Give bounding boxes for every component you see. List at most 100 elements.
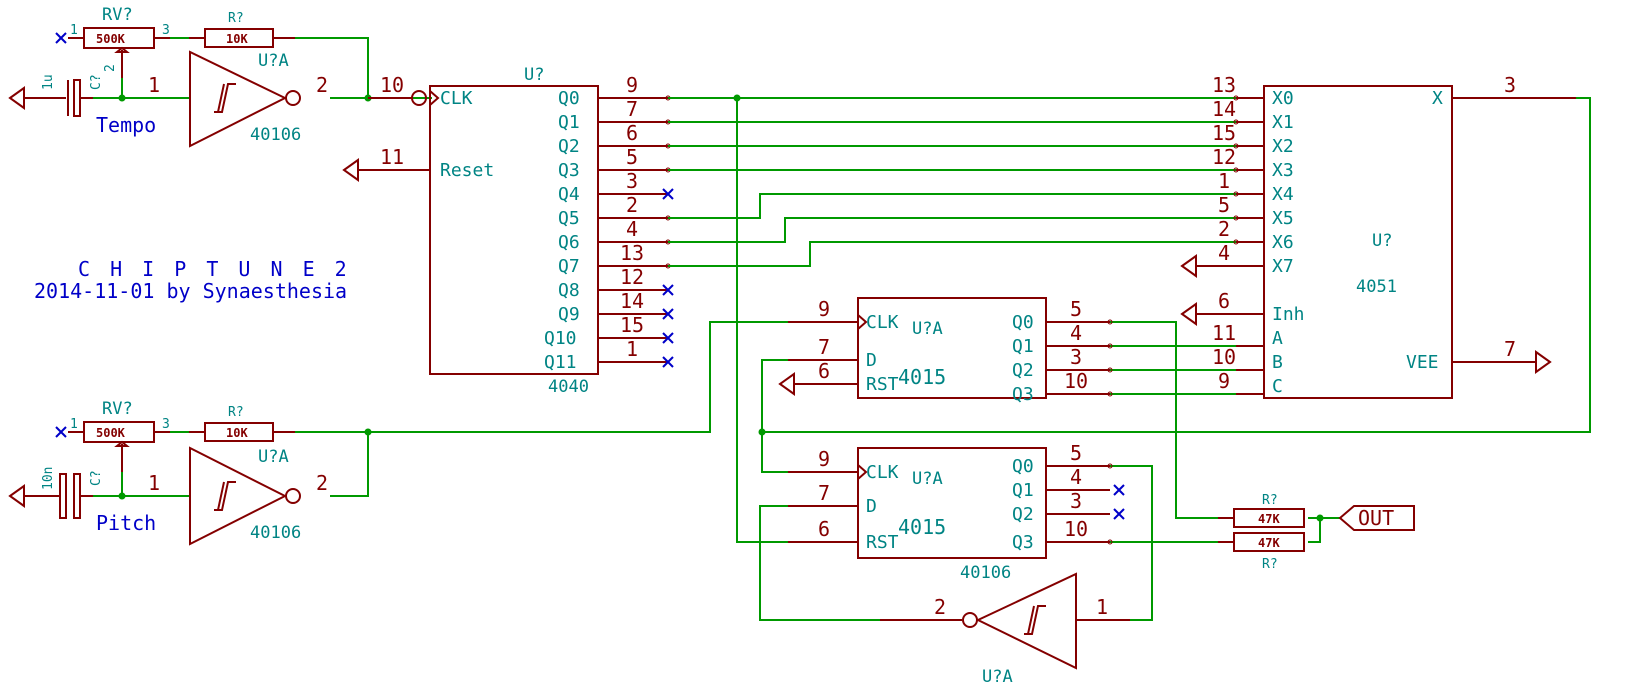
resistor-r1: R? 10K [189,11,295,48]
schmitt-symbol-icon [1024,605,1046,635]
pin-name: Reset [440,160,494,181]
wiper-arrow-icon [114,46,130,53]
inverter-body-icon [189,50,288,148]
pin-number: 5 [626,145,638,169]
wiper-arrow-icon [114,440,130,447]
pin-name: C [1272,376,1283,397]
pin-number: 10 [1064,369,1088,393]
ic-ref: U? [524,65,544,85]
pin-name: CLK [440,88,473,109]
pot-pin3: 3 [162,23,170,38]
resistor-r3: R? 47K [1218,493,1305,528]
pin-number: 4 [1218,241,1230,265]
pin-end [1107,539,1113,545]
ic-value: 4015 [898,515,946,539]
pin-name: VEE [1406,352,1439,373]
resistor-value: 47K [1258,512,1280,526]
pin-end [1233,119,1239,125]
junction [118,492,126,500]
resistor-r2: R? 10K [189,405,295,442]
pitch-label: Pitch [96,511,156,535]
pin-name: Q3 [1012,532,1034,553]
pin-name: Q7 [558,256,580,277]
junction [364,428,372,436]
ground-arrow-icon [8,86,25,110]
pin-number: 1 [1218,169,1230,193]
pin-end [1233,191,1239,197]
wires [93,37,1591,621]
pin-number: 7 [818,481,830,505]
pin-name: Q9 [558,304,580,325]
junctions [118,94,1324,522]
pin-number: 3 [1504,73,1516,97]
cap-ref: C? [89,470,104,486]
pin-name: Q6 [558,232,580,253]
pin-name: X7 [1272,256,1294,277]
pin-number: 5 [1070,441,1082,465]
inverter-bubble-icon [285,488,301,504]
pin-name: Q0 [1012,456,1034,477]
ground-arrow-icon [1180,254,1197,278]
ic-value: 4015 [898,365,946,389]
schmitt-symbol-icon [217,83,225,113]
pin-number: 4 [626,217,638,241]
pin-number: 14 [1212,97,1236,121]
inverter-value: 40106 [250,125,301,145]
resistor-body-icon [1233,532,1305,552]
clock-bubble-icon [411,90,427,106]
wire [689,193,1236,219]
pin-name: X1 [1272,112,1294,133]
pin-end [1107,463,1113,469]
ic-value: 4040 [548,377,589,397]
pin-name: X3 [1272,160,1294,181]
pin-end [1233,143,1239,149]
schmitt-inverter-1: 1 2 U?A 40106 [148,50,328,148]
pin-number: 1 [626,337,638,361]
wire [1308,518,1321,543]
pin-name: Q3 [1012,384,1034,405]
resistor-body-icon [1233,508,1305,528]
pin-number: 1 [1096,595,1108,619]
pin-number: 9 [626,73,638,97]
ground-arrow-icon [342,158,359,182]
pin-name: Q4 [558,184,580,205]
power-arrow-icon [1535,350,1552,374]
pin-name: X0 [1272,88,1294,109]
pin-name: B [1272,352,1283,373]
inverter-ref: U?A [258,447,289,467]
inverter-value: 40106 [960,563,1011,583]
tempo-oscillator: 1u C? RV? 500K 1 2 3 R? 10K [8,5,328,148]
pin-number: 13 [1212,73,1236,97]
clock-edge-icon [857,464,868,480]
inverter-bubble-icon [962,612,978,628]
pin-number: 5 [1218,193,1230,217]
output-label-text: OUT [1358,506,1394,530]
schmitt-symbol-icon [214,83,236,113]
junction [118,94,126,102]
pin-name: Q0 [1012,312,1034,333]
inverter-ref: U?A [258,51,289,71]
pin-name: Q5 [558,208,580,229]
inverter-body-icon [975,572,1077,670]
pin-number: 7 [1504,337,1516,361]
ground-arrow-icon [8,484,25,508]
ic-ref: U?A [912,319,943,339]
pin-number: 2 [1218,217,1230,241]
no-connect-icon [1113,508,1125,520]
pin-number: 14 [620,289,644,313]
pot-pin1: 1 [70,417,78,432]
schmitt-symbol-icon [1027,605,1035,635]
schematic-title: C H I P T U N E 2 [78,257,351,281]
pin-end [1233,239,1239,245]
pin-number: 5 [1070,297,1082,321]
pitch-oscillator: 10n C? RV? 500K 1 3 R? 10K [8,399,328,546]
pin-name: X5 [1272,208,1294,229]
pin-name: Q10 [544,328,577,349]
inverter-value: 40106 [250,523,301,543]
no-connect-icon [662,308,674,320]
resistor-ref: R? [1262,557,1278,572]
pin-name: D [866,496,877,517]
